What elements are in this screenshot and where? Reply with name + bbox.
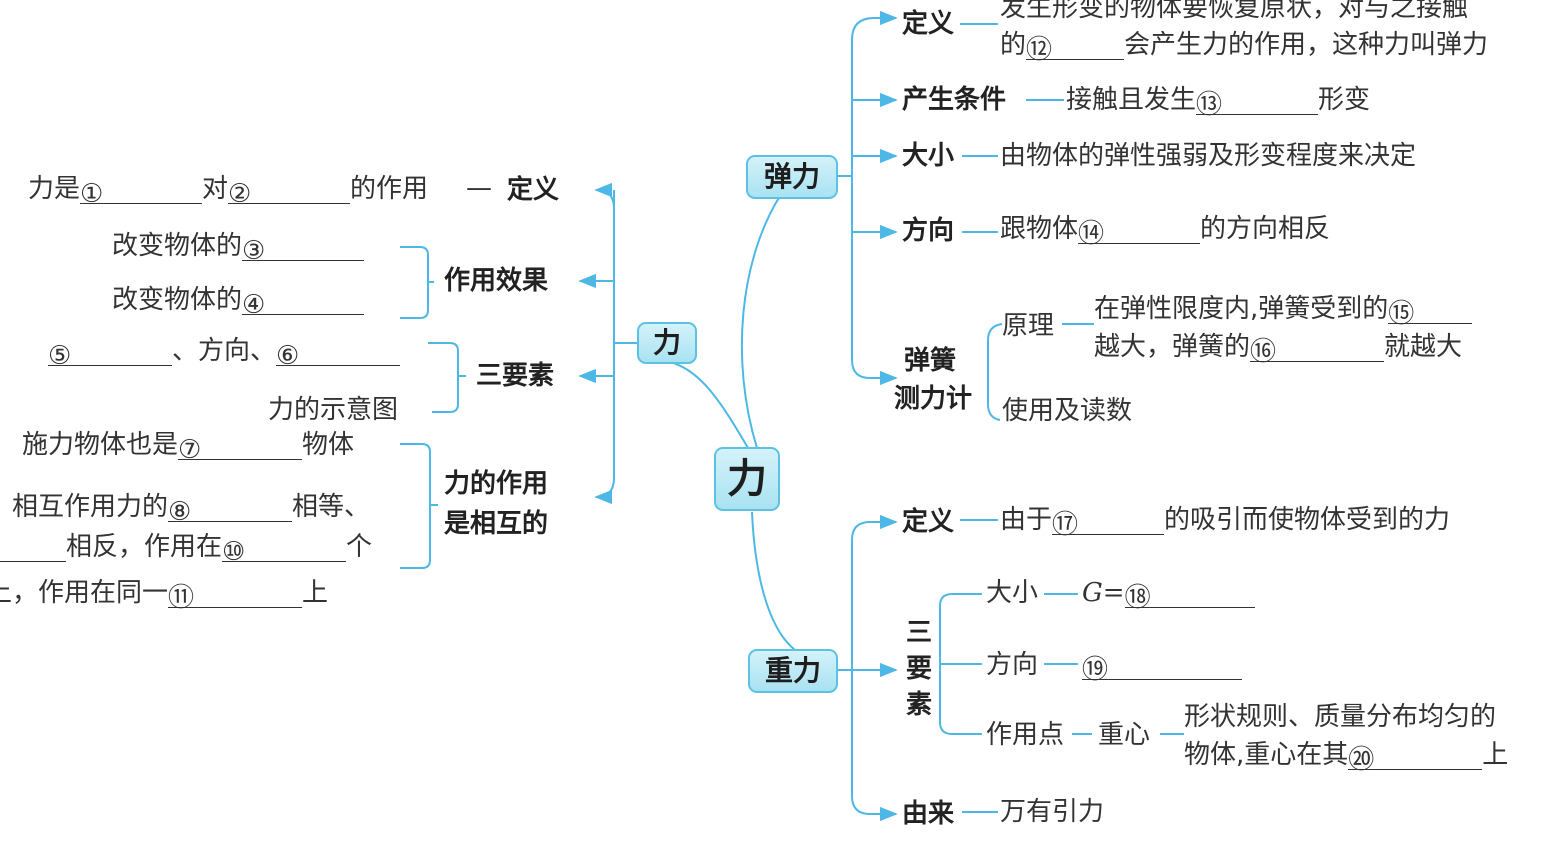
effect-label: 作用效果 [444, 266, 549, 296]
elastic-node: 弹力 [746, 155, 838, 199]
blank-9[interactable] [0, 537, 66, 562]
gravity-point-sub: 重心 [1098, 720, 1151, 750]
mutual-label-1: 力的作用 [444, 469, 549, 499]
gravity-elements-label-2: 要 [906, 654, 933, 684]
blank-19[interactable]: ⑲ [1082, 655, 1242, 685]
elements-line-1: ⑤、方向、⑥ [48, 336, 401, 371]
meter-label-1: 弹簧 [904, 346, 957, 376]
connector-dash: — [466, 173, 492, 203]
blank-5[interactable]: ⑤ [48, 341, 172, 371]
gravity-direction-label: 方向 [986, 650, 1039, 680]
gravity-origin-text: 万有引力 [1000, 797, 1105, 827]
blank-1[interactable]: ① [80, 179, 203, 209]
blank-15[interactable]: ⑮ [1388, 299, 1473, 329]
effect-line-1: 改变物体的③ [112, 231, 365, 266]
root-node: 力 [714, 447, 780, 511]
elements-line-2: 力的示意图 [268, 395, 399, 425]
gravity-size-label: 大小 [986, 578, 1039, 608]
elastic-size-text: 由物体的弹性强弱及形变程度来决定 [1000, 141, 1417, 171]
principle-label: 原理 [1002, 311, 1055, 341]
blank-10[interactable]: ⑩ [222, 537, 347, 567]
gravity-elements-label-3: 素 [906, 690, 933, 720]
elements-label: 三要素 [476, 361, 555, 391]
blank-3[interactable]: ③ [242, 236, 365, 266]
blank-12[interactable]: ⑫ [1026, 35, 1125, 65]
blank-17[interactable]: ⑰ [1052, 510, 1165, 540]
blank-13[interactable]: ⑬ [1196, 90, 1319, 120]
blank-7[interactable]: ⑦ [178, 435, 303, 465]
principle-line-1: 在弹性限度内,弹簧受到的⑮ [1094, 294, 1473, 329]
elastic-direction-label: 方向 [902, 216, 955, 246]
blank-8[interactable]: ⑧ [168, 497, 293, 527]
gravity-size-formula: G=⑱ [1082, 578, 1255, 613]
elastic-definition-label: 定义 [902, 9, 955, 39]
gravity-elements-label-1: 三 [906, 618, 933, 648]
gravity-node: 重力 [748, 649, 838, 693]
force-hub-node: 力 [637, 322, 697, 364]
blank-20[interactable]: ⑳ [1348, 745, 1483, 775]
blank-16[interactable]: ⑯ [1250, 337, 1385, 367]
effect-line-2: 改变物体的④ [112, 285, 365, 320]
gravity-origin-label: 由来 [902, 799, 955, 829]
blank-6[interactable]: ⑥ [276, 341, 401, 371]
gravity-direction-value: ⑲ [1082, 650, 1242, 685]
blank-2[interactable]: ② [228, 179, 351, 209]
blank-11[interactable]: ⑪ [168, 583, 303, 613]
elastic-condition-label: 产生条件 [902, 85, 1007, 115]
blank-14[interactable]: ⑭ [1078, 219, 1201, 249]
meter-label-2: 测力计 [894, 384, 973, 414]
usage-text: 使用及读数 [1002, 396, 1133, 426]
blank-18[interactable]: ⑱ [1124, 583, 1255, 613]
elastic-definition-line-1: 发生形变的物体要恢复原状，对与之接触 [1000, 0, 1469, 23]
mutual-label-2: 是相互的 [444, 509, 549, 539]
left-definition-label: 定义 [507, 175, 560, 205]
blank-4[interactable]: ④ [242, 290, 365, 320]
gravity-point-line-1: 形状规则、质量分布均匀的 [1184, 702, 1497, 732]
gravity-point-label: 作用点 [986, 720, 1065, 750]
elastic-size-label: 大小 [902, 141, 955, 171]
gravity-definition-label: 定义 [902, 507, 955, 537]
